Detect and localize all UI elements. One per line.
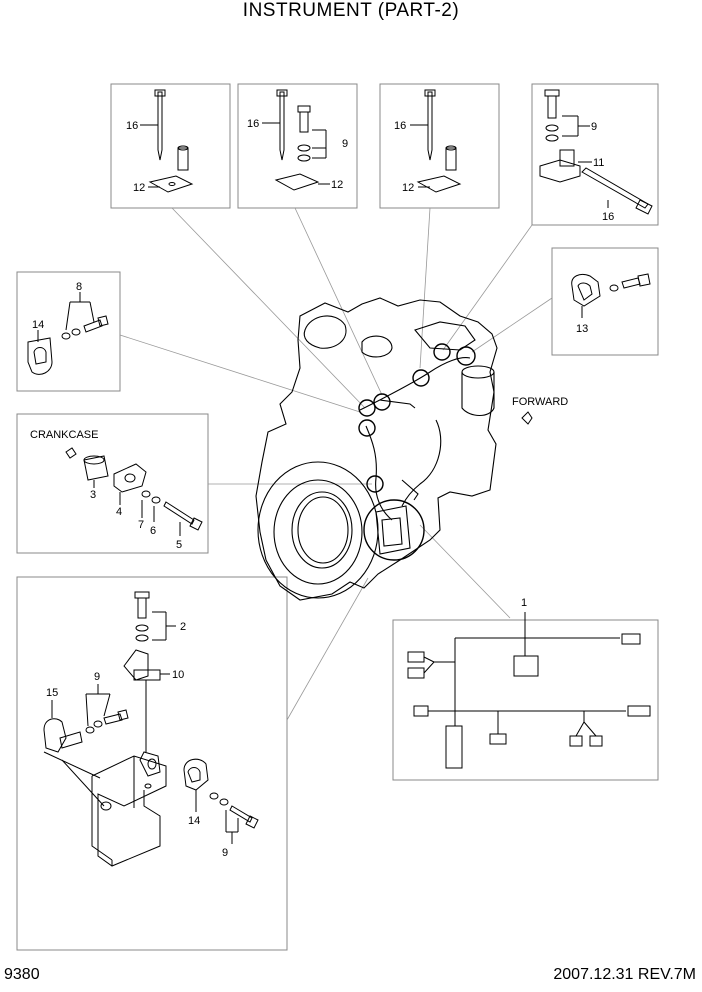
callout-13: 13	[576, 323, 588, 335]
callout-10: 10	[172, 669, 184, 681]
box3-parts	[410, 89, 462, 193]
callout-2: 2	[180, 621, 186, 633]
callout-11: 11	[593, 157, 604, 169]
detail-box-5	[551, 247, 659, 356]
callout-12: 12	[402, 182, 414, 194]
callout-4: 4	[116, 506, 122, 518]
revision-date: 2007.12.31 REV.7M	[553, 966, 696, 983]
callout-14: 14	[188, 815, 200, 827]
forward-arrow-icon	[521, 411, 533, 425]
box5-parts	[571, 273, 651, 318]
callout-12: 12	[133, 182, 145, 194]
box4-parts	[539, 89, 653, 215]
page-title: INSTRUMENT (PART-2)	[242, 0, 460, 21]
callout-1: 1	[521, 597, 527, 609]
engine-block	[255, 297, 498, 601]
detail-box-6	[16, 271, 121, 392]
callout-14: 14	[32, 319, 44, 331]
callout-16: 16	[247, 118, 259, 130]
callout-9: 9	[591, 121, 597, 133]
callout-9: 9	[222, 847, 228, 859]
detail-box-8	[16, 576, 288, 951]
callout-12: 12	[331, 179, 343, 191]
detail-box-4	[531, 83, 659, 226]
detail-box-2	[237, 83, 358, 209]
box8-parts	[43, 591, 259, 867]
callout-16: 16	[126, 120, 138, 132]
callout-7: 7	[138, 519, 144, 531]
detail-box-1	[110, 83, 231, 209]
callout-9: 9	[94, 671, 100, 683]
callout-16: 16	[394, 120, 406, 132]
forward-label: FORWARD	[512, 396, 568, 408]
location-markers	[358, 343, 476, 561]
callout-15: 15	[46, 687, 58, 699]
crankcase-label: CRANKCASE	[30, 429, 98, 441]
callout-6: 6	[150, 525, 156, 537]
callout-9: 9	[342, 138, 348, 150]
harness-schematic	[407, 612, 651, 769]
callout-5: 5	[176, 539, 182, 551]
box1-parts	[140, 89, 194, 193]
callout-16: 16	[602, 211, 614, 223]
box6-parts	[27, 292, 109, 375]
callout-8: 8	[76, 281, 82, 293]
box2-parts	[262, 89, 330, 191]
detail-box-7	[16, 413, 209, 554]
callout-3: 3	[90, 489, 96, 501]
page-number: 9380	[4, 966, 40, 983]
box7-parts	[65, 447, 203, 536]
detail-box-3	[379, 83, 500, 209]
